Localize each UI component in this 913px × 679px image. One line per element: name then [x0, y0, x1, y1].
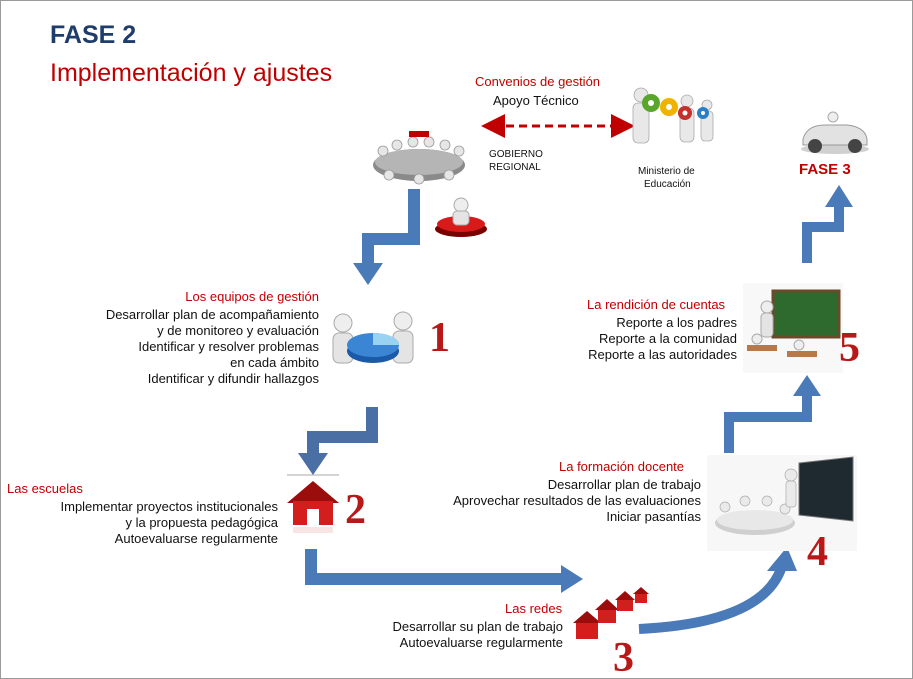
arrow-government-to-step1 — [353, 189, 420, 285]
arrow-step3-to-step4 — [638, 547, 797, 634]
step-5-line-2: Reporte a la comunidad — [598, 331, 737, 346]
network-houses-icon — [573, 587, 649, 639]
step-5-title: La rendición de cuentas — [587, 297, 726, 312]
step-1-line-3: Identificar y resolver problemas — [138, 339, 319, 354]
step-5-number: 5 — [839, 325, 860, 371]
step-3-title: Las redes — [505, 601, 563, 616]
step-4-number: 4 — [807, 529, 828, 575]
red-button-figure-image — [435, 197, 487, 237]
step-5-line-3: Reporte a las autoridades — [588, 347, 737, 362]
step-3-line-2: Autoevaluarse regularmente — [399, 635, 563, 650]
step-2-line-1: Implementar proyectos institucionales — [60, 499, 279, 514]
step-3-number: 3 — [613, 635, 634, 679]
phase-title: FASE 2 — [50, 21, 137, 49]
step-2-number: 2 — [345, 487, 366, 533]
classroom-blackboard-image — [743, 283, 843, 373]
arrow-step5-to-fase3 — [802, 185, 853, 263]
step-1-line-1: Desarrollar plan de acompañamiento — [105, 307, 319, 322]
next-phase-label: FASE 3 — [799, 161, 851, 178]
regional-government-label-line1: GOBIERNO — [489, 149, 543, 160]
ministry-label-line1: Ministerio de — [638, 166, 695, 177]
ministry-gears-image — [632, 87, 714, 144]
arrow-step4-to-step5 — [724, 375, 821, 453]
agreements-title: Convenios de gestión — [475, 74, 601, 89]
step-1-line-2: y de monitoreo y evaluación — [157, 323, 319, 338]
step-4-line-3: Iniciar pasantías — [606, 509, 701, 524]
step-4-line-2: Aprovechar resultados de las evaluacione… — [453, 493, 701, 508]
step-2-line-2: y la propuesta pedagógica — [125, 515, 278, 530]
agreements-subtitle: Apoyo Técnico — [493, 93, 579, 108]
step-1-title: Los equipos de gestión — [185, 289, 319, 304]
school-house-icon — [287, 474, 339, 533]
teacher-training-image — [707, 455, 857, 551]
step-2-line-3: Autoevaluarse regularmente — [114, 531, 278, 546]
arrow-step2-to-step3 — [305, 549, 583, 593]
phase-subtitle: Implementación y ajustes — [50, 59, 333, 87]
car-image — [801, 111, 869, 154]
arrow-step1-to-step2 — [298, 407, 378, 475]
step-4-line-1: Desarrollar plan de trabajo — [547, 477, 701, 492]
regional-government-label-line2: REGIONAL — [489, 162, 541, 173]
step-2-title: Las escuelas — [7, 481, 83, 496]
pie-chart-team-image — [332, 311, 414, 364]
regional-government-meeting-image — [373, 131, 465, 185]
step-1-line-4: en cada ámbito — [230, 355, 319, 370]
step-4-title: La formación docente — [559, 459, 685, 474]
ministry-label-line2: Educación — [644, 179, 691, 190]
step-1-number: 1 — [429, 315, 450, 361]
step-3-line-1: Desarrollar su plan de trabajo — [392, 619, 563, 634]
step-1-line-5: Identificar y difundir hallazgos — [147, 371, 319, 386]
step-5-line-1: Reporte a los padres — [616, 315, 737, 330]
